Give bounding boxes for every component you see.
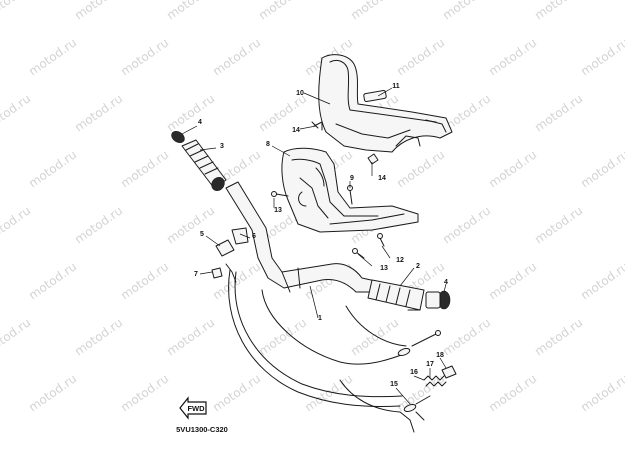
watermark-text: motod.ru [486, 259, 539, 302]
watermark-text: motod.ru [256, 0, 309, 22]
lower-handle-cover [281, 147, 419, 233]
callout-2: 2 [416, 263, 420, 270]
watermark-text: motod.ru [394, 147, 447, 190]
watermark-text: motod.ru [164, 203, 217, 246]
callout-8: 8 [266, 141, 270, 148]
watermark-text: motod.ru [118, 259, 171, 302]
watermark-text: motod.ru [256, 315, 309, 358]
watermark-text: motod.ru [348, 315, 401, 358]
callout-1: 1 [318, 315, 322, 322]
watermark-text: motod.ru [164, 315, 217, 358]
watermark-text: motod.ru [164, 0, 217, 22]
watermark-text: motod.ru [164, 91, 217, 134]
callout-15: 15 [390, 381, 398, 388]
callout-5: 5 [200, 231, 204, 238]
watermark-text: motod.ru [302, 371, 355, 414]
watermark-text: motod.ru [0, 203, 33, 246]
diagram-code: 5VU1300-C320 [176, 425, 228, 434]
callout-13: 13 [380, 265, 388, 272]
callout-7: 7 [194, 271, 198, 278]
callout-16: 16 [410, 369, 418, 376]
callout-9: 9 [350, 175, 354, 182]
watermark-text: motod.ru [578, 371, 625, 414]
cables [228, 269, 441, 433]
watermark-text: motod.ru [532, 315, 585, 358]
watermark-text: motod.ru [578, 259, 625, 302]
watermark-text: motod.ru [256, 91, 309, 134]
callout-14: 14 [378, 175, 386, 182]
watermark-text: motod.ru [72, 91, 125, 134]
watermark-text: motod.ru [578, 147, 625, 190]
watermark-text: motod.ru [210, 371, 263, 414]
watermark-text: motod.ru [210, 35, 263, 78]
callout-17: 17 [426, 361, 434, 368]
lever-brackets [211, 227, 249, 283]
upper-handle-cover [318, 54, 453, 153]
watermark-text: motod.ru [26, 259, 79, 302]
watermark-text: motod.ru [394, 35, 447, 78]
callout-11: 11 [392, 83, 400, 90]
watermark-text: motod.ru [72, 203, 125, 246]
callout-10: 10 [296, 90, 304, 97]
watermark-text: motod.ru [26, 371, 79, 414]
watermark-text: motod.ru [348, 0, 401, 22]
front-arrow-icon: FWD [179, 396, 207, 420]
watermark-text: motod.ru [440, 315, 493, 358]
callout-18: 18 [436, 352, 444, 359]
callout-6: 6 [252, 233, 256, 240]
watermark-text: motod.ru [26, 35, 79, 78]
callout-leaders [181, 87, 447, 405]
watermark-text: motod.ru [486, 35, 539, 78]
callout-14: 14 [292, 127, 300, 134]
watermark-text: motod.ru [0, 91, 33, 134]
watermark-text: motod.ru [118, 35, 171, 78]
watermark-text: motod.ru [72, 315, 125, 358]
callout-4: 4 [198, 119, 202, 126]
watermark-text: motod.ru [486, 147, 539, 190]
watermark-text: motod.ru [26, 147, 79, 190]
watermark-text: motod.ru [0, 315, 33, 358]
callout-3: 3 [220, 143, 224, 150]
watermark-text: motod.ru [118, 371, 171, 414]
watermark-text: motod.ru [118, 147, 171, 190]
watermark-text: motod.ru [578, 35, 625, 78]
fasteners [271, 121, 385, 259]
watermark-text: motod.ru [0, 0, 33, 22]
left-grip-assembly [171, 130, 227, 191]
spring-and-screw [423, 365, 457, 387]
watermark-text: motod.ru [532, 91, 585, 134]
watermark-text: motod.ru [532, 203, 585, 246]
callout-4: 4 [444, 279, 448, 286]
watermark-text: motod.ru [394, 371, 447, 414]
watermark-text: motod.ru [486, 371, 539, 414]
watermark-text: motod.ru [440, 203, 493, 246]
watermark-text: motod.ru [532, 0, 585, 22]
watermark-text: motod.ru [72, 0, 125, 22]
watermark-text: motod.ru [210, 259, 263, 302]
front-arrow-label: FWD [187, 404, 205, 413]
callout-12: 12 [396, 257, 404, 264]
watermark-text: motod.ru [440, 0, 493, 22]
callout-13: 13 [274, 207, 282, 214]
